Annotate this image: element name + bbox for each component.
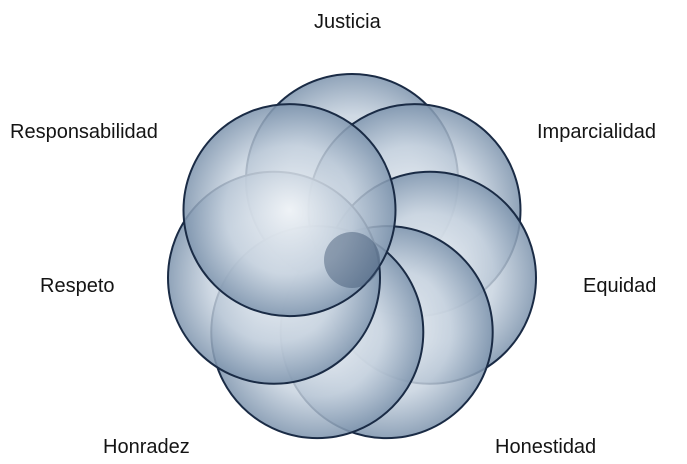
label-honestidad: Honestidad	[495, 436, 597, 458]
label-honradez: Honradez	[103, 436, 190, 458]
label-respeto: Respeto	[40, 275, 115, 297]
label-imparcialidad: Imparcialidad	[537, 121, 656, 143]
label-equidad: Equidad	[583, 275, 657, 297]
label-justicia: Justicia	[314, 11, 381, 33]
circle-responsabilidad	[182, 103, 397, 318]
label-responsabilidad: Responsabilidad	[10, 121, 158, 143]
center-overlap	[324, 232, 380, 288]
